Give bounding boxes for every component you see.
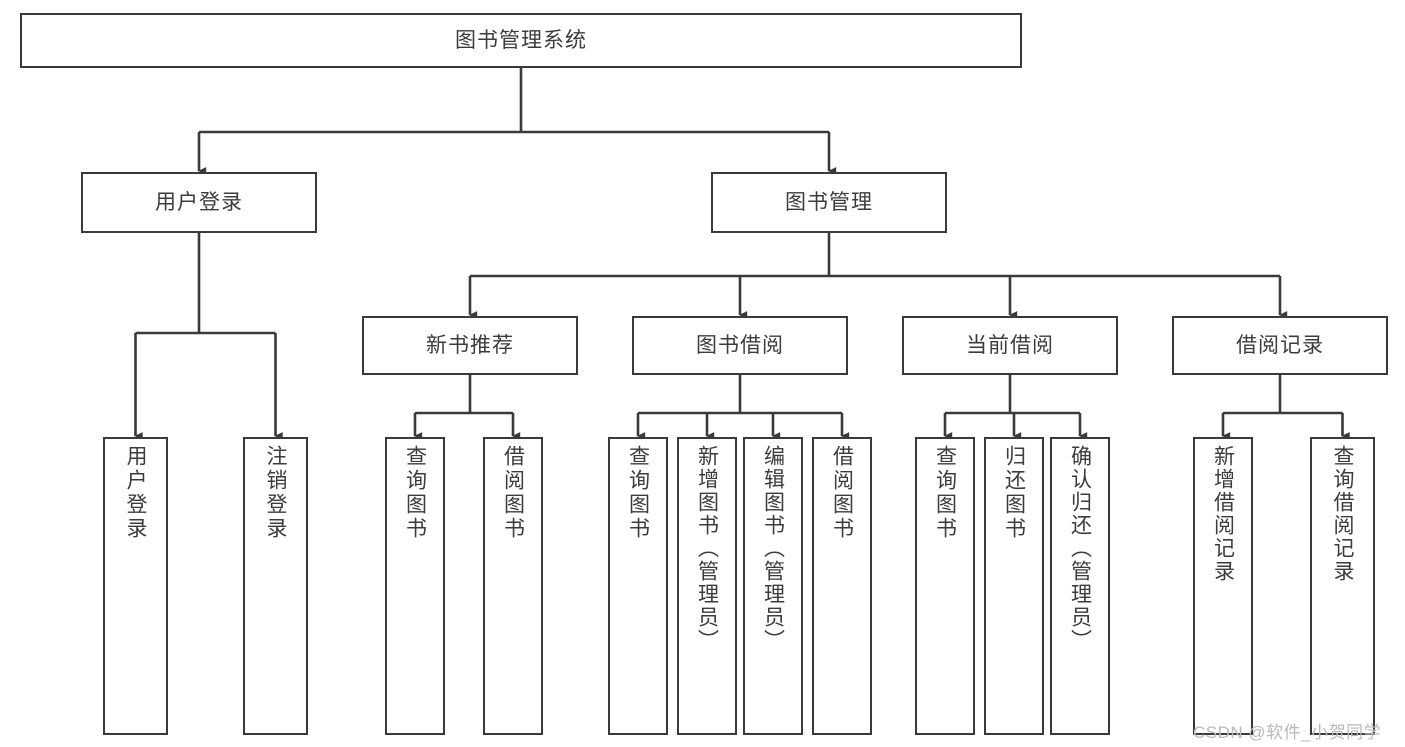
node-leaf-add-borrow-record[interactable]: 新增借阅记录 [1193, 437, 1253, 735]
node-leaf-borrow-book-2[interactable]: 借阅图书 [812, 437, 872, 735]
node-user-login[interactable]: 用户登录 [81, 172, 317, 233]
node-label: 确认归还（管理员） [1068, 445, 1092, 652]
node-label: 图书管理系统 [455, 28, 587, 52]
node-label: 借阅记录 [1236, 333, 1324, 357]
node-label: 借阅图书 [501, 445, 525, 541]
node-label: 查询图书 [403, 445, 427, 541]
node-label: 编辑图书（管理员） [761, 445, 785, 652]
csdn-watermark: CSDN @软件_小贺同学 [1193, 723, 1382, 742]
node-leaf-add-book[interactable]: 新增图书（管理员） [677, 437, 737, 735]
node-label: 当前借阅 [966, 333, 1054, 357]
node-label: 图书借阅 [696, 333, 784, 357]
node-leaf-logout-login[interactable]: 注销登录 [243, 437, 308, 735]
node-label: 图书管理 [785, 190, 873, 214]
node-leaf-query-book-1[interactable]: 查询图书 [385, 437, 445, 735]
node-current-borrow[interactable]: 当前借阅 [902, 316, 1118, 375]
node-new-book-recommend[interactable]: 新书推荐 [362, 316, 578, 375]
node-label: 查询图书 [933, 445, 957, 541]
node-label: 用户登录 [124, 445, 147, 541]
node-book-borrow[interactable]: 图书借阅 [632, 316, 848, 375]
node-leaf-query-book-3[interactable]: 查询图书 [915, 437, 975, 735]
node-root-root[interactable]: 图书管理系统 [20, 13, 1022, 68]
node-book-manage[interactable]: 图书管理 [711, 172, 947, 233]
node-label: 借阅图书 [830, 445, 854, 541]
node-label: 查询借阅记录 [1331, 445, 1354, 583]
node-label: 新增图书（管理员） [695, 445, 719, 652]
node-label: 归还图书 [1002, 445, 1026, 541]
node-label: 新书推荐 [426, 333, 514, 357]
node-leaf-query-borrow-record[interactable]: 查询借阅记录 [1310, 437, 1375, 735]
node-label: 查询图书 [626, 445, 650, 541]
node-leaf-return-book[interactable]: 归还图书 [984, 437, 1044, 735]
node-leaf-confirm-return[interactable]: 确认归还（管理员） [1050, 437, 1110, 735]
node-leaf-query-book-2[interactable]: 查询图书 [608, 437, 668, 735]
node-label: 用户登录 [155, 190, 243, 214]
node-leaf-edit-book[interactable]: 编辑图书（管理员） [743, 437, 803, 735]
node-label: 注销登录 [264, 445, 287, 541]
node-leaf-borrow-book-1[interactable]: 借阅图书 [483, 437, 543, 735]
node-label: 新增借阅记录 [1211, 445, 1235, 583]
node-leaf-user-login[interactable]: 用户登录 [103, 437, 168, 735]
node-borrow-record[interactable]: 借阅记录 [1172, 316, 1388, 375]
